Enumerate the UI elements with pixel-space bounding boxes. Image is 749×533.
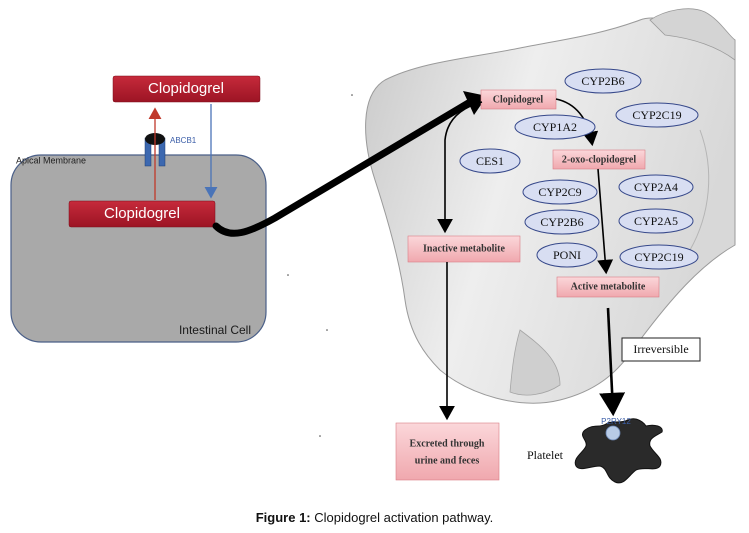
- enzyme-cyp2c19-top: [615, 102, 699, 128]
- enzyme-cyp2c19-top-label: CYP2C19: [632, 108, 681, 122]
- enzyme-cyp2c19-mid: [619, 244, 699, 270]
- enzyme-cyp2a4-label: CYP2A4: [634, 180, 678, 194]
- stray-dot: [351, 94, 353, 96]
- clopidogrel-cell-box: [68, 200, 216, 228]
- platelet-icon: [574, 418, 663, 484]
- active-metabolite-label: Active metabolite: [571, 281, 646, 292]
- stray-dot: [319, 435, 321, 437]
- stray-dot: [326, 329, 328, 331]
- figure-caption-text: Clopidogrel activation pathway.: [314, 510, 494, 525]
- apical-membrane-label: Apical Membrane: [16, 155, 86, 165]
- enzyme-poni: [536, 242, 598, 268]
- platelet-label: Platelet: [527, 448, 564, 462]
- transport-to-liver-arrow: [212, 98, 474, 237]
- enzyme-ces1-label: CES1: [476, 154, 504, 168]
- enzyme-cyp2c9: [522, 179, 598, 205]
- excreted-box: [395, 422, 500, 481]
- enzyme-cyp2b6-top: [564, 68, 642, 94]
- enzyme-cyp2c19-mid-label: CYP2C19: [634, 250, 683, 264]
- p2ry12-receptor-icon: [605, 425, 621, 441]
- enzyme-cyp2b6-top-label: CYP2B6: [581, 74, 624, 88]
- enzyme-cyp2b6-mid-label: CYP2B6: [540, 215, 583, 229]
- irreversible-label: Irreversible: [633, 342, 688, 356]
- enzyme-cyp2a5: [618, 208, 694, 234]
- figure-caption: Figure 1: Clopidogrel activation pathway…: [0, 510, 749, 525]
- oxo-clopidogrel-label: 2-oxo-clopidogrel: [562, 154, 636, 165]
- inactive-metabolite-label: Inactive metabolite: [423, 243, 505, 254]
- p2ry12-label: P2RY12: [601, 417, 631, 426]
- enzyme-cyp1a2: [514, 114, 596, 140]
- abcb1-label: ABCB1: [170, 136, 197, 145]
- enzyme-cyp1a2-label: CYP1A2: [533, 120, 577, 134]
- enzyme-cyp2a4: [618, 174, 694, 200]
- excreted-line1: Excreted through: [410, 438, 485, 449]
- active-metabolite-box: [556, 276, 660, 298]
- enzyme-cyp2c9-label: CYP2C9: [538, 185, 581, 199]
- enzyme-ces1: [459, 148, 521, 174]
- clopidogrel-outside-label: Clopidogrel: [148, 80, 224, 97]
- irreversible-box: [621, 337, 701, 362]
- enzyme-cyp2a5-label: CYP2A5: [634, 214, 678, 228]
- arrow-to-inactive: [437, 101, 483, 234]
- arrow-to-active: [597, 168, 614, 275]
- intestinal-cell: [10, 154, 267, 343]
- enzyme-cyp2b6-mid: [524, 209, 600, 235]
- inactive-metabolite-box: [407, 235, 521, 263]
- intestinal-cell-label: Intestinal Cell: [179, 323, 251, 337]
- oxo-clopidogrel-box: [552, 149, 646, 170]
- stray-dot: [287, 274, 289, 276]
- excreted-line2: urine and feces: [415, 455, 480, 466]
- arrow-to-platelet: [599, 307, 626, 417]
- enzyme-poni-label: PONI: [553, 248, 581, 262]
- arrow-to-oxo: [555, 98, 599, 147]
- clopidogrel-cell-label: Clopidogrel: [104, 205, 180, 222]
- clopidogrel-outside-box: [112, 75, 261, 103]
- figure-caption-label: Figure 1:: [255, 510, 311, 525]
- clopidogrel-liver-label: Clopidogrel: [493, 94, 544, 105]
